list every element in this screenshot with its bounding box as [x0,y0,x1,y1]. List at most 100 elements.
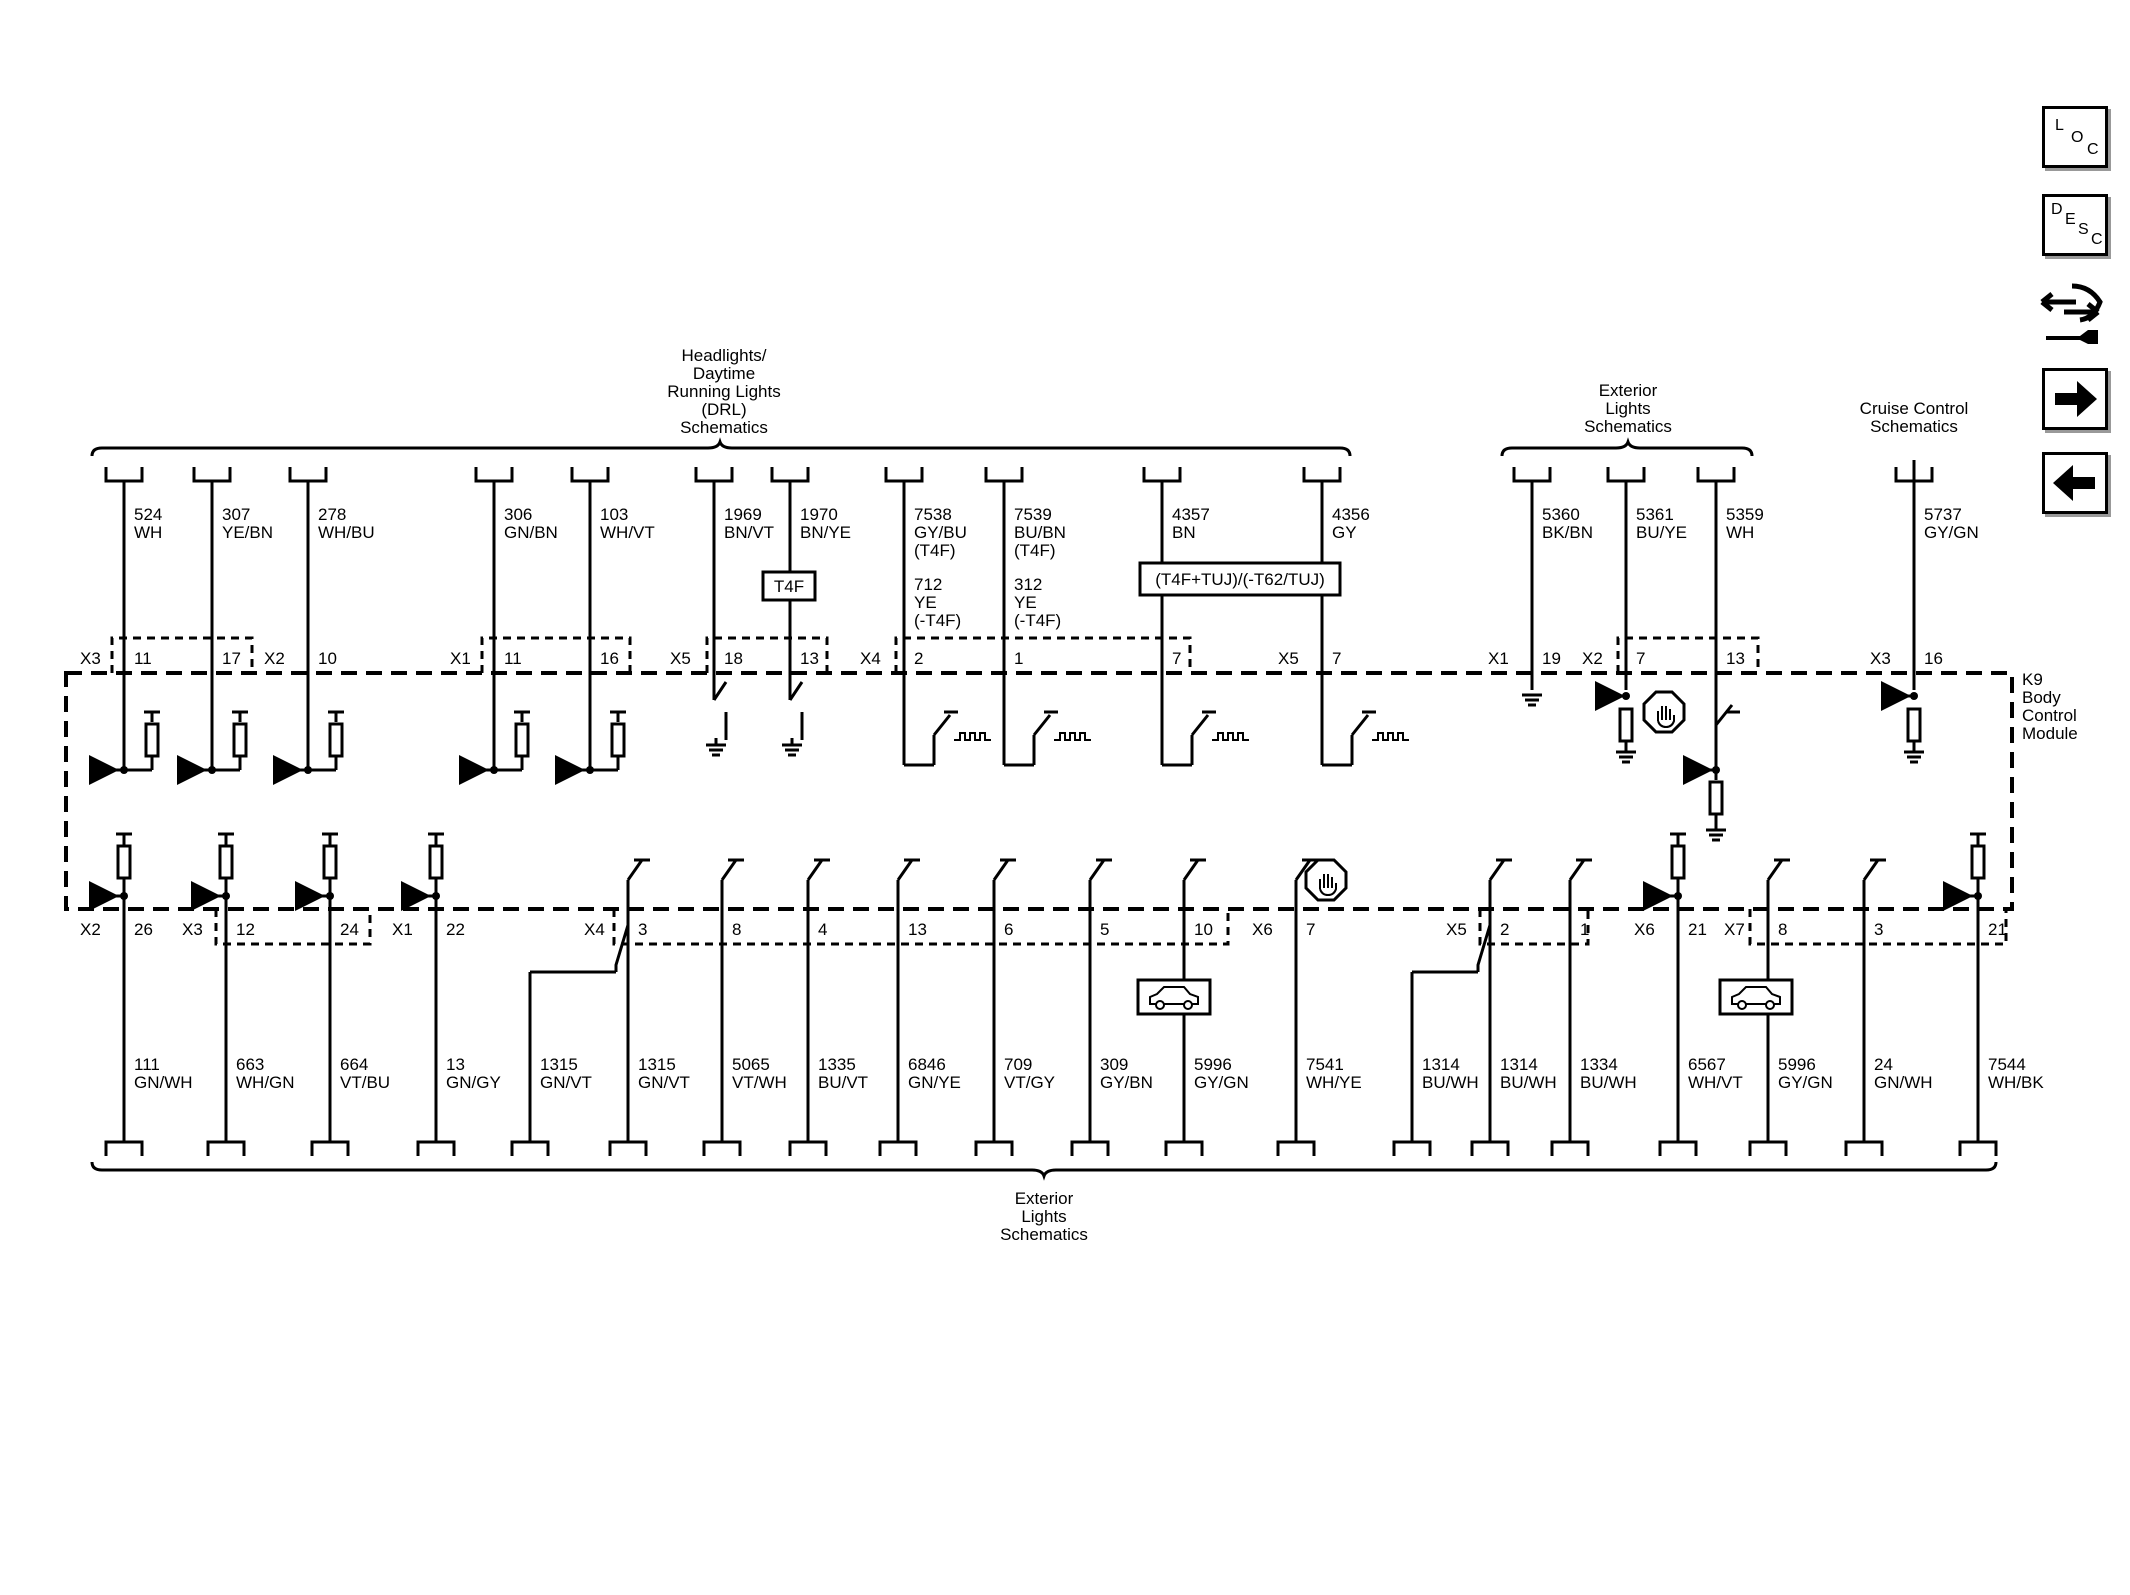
wire-circuit-number: 7544 [1988,1055,2026,1074]
wire-color-code: GN/WH [1874,1073,1933,1092]
wire-alt-color: YE [914,593,937,612]
desc-letter-s: S [2078,221,2089,238]
top-connector-groups [110,636,1760,673]
wire-color-code: WH/BU [318,523,375,542]
next-arrow-icon [2055,381,2097,417]
pin-number: 22 [446,920,465,939]
wire-color-code: GN/WH [134,1073,193,1092]
wire-color-code: GY/GN [1194,1073,1249,1092]
pin-number: 7 [1636,649,1645,668]
wire-circuit-number: 5996 [1194,1055,1232,1074]
wire-color-code: GN/YE [908,1073,961,1092]
connector-repair-icon[interactable] [2036,278,2108,348]
wire-circuit-number: 13 [446,1055,465,1074]
wire-color-code: GN/GY [446,1073,501,1092]
wire-color-code: GY [1332,523,1357,542]
wire-color-code: BN [1172,523,1196,542]
wire-circuit-number: 664 [340,1055,368,1074]
wire-color-code: GY/BU [914,523,967,542]
wire-circuit-number: 309 [1100,1055,1128,1074]
wire-option-note: (T4F) [1014,541,1056,560]
pin-number: 8 [1778,920,1787,939]
wire-circuit-number: 663 [236,1055,264,1074]
wire-color-code: BU/WH [1500,1073,1557,1092]
header-exterior-lights: Exterior [1599,381,1658,400]
pin-number: 26 [134,920,153,939]
wire-circuit-number: 5361 [1636,505,1674,524]
pin-number: 7 [1172,649,1181,668]
header-drl-schematics: Headlights/ [681,346,766,365]
wire-circuit-number: 4357 [1172,505,1210,524]
connector-repair-glyph [2040,283,2103,344]
connector-id: X3 [182,920,203,939]
connector-id: X6 [1634,920,1655,939]
loc-letter-l: L [2055,117,2064,134]
hand-stop-icon [1642,690,1686,734]
wire-color-code: BU/YE [1636,523,1687,542]
connector-id: X4 [584,920,605,939]
pin-number: 1 [1014,649,1023,668]
connector-id: X5 [1446,920,1467,939]
next-arrow-button[interactable] [2042,368,2108,430]
wire-circuit-number: 278 [318,505,346,524]
wire-alt-note: (-T4F) [914,611,961,630]
wire-color-code: BN/YE [800,523,851,542]
wire-color-code: BN/VT [724,523,774,542]
pin-number: 2 [914,649,923,668]
header-exterior-lights: Schematics [1584,417,1672,436]
wire-color-code: YE/BN [222,523,273,542]
wire-circuit-number: 1970 [800,505,838,524]
pin-number: 13 [908,920,927,939]
pin-number: 7 [1306,920,1315,939]
pin-number: 10 [1194,920,1213,939]
pin-number: 18 [724,649,743,668]
wires [89,460,1998,1156]
wire-alt-note: (-T4F) [1014,611,1061,630]
header-drl-schematics: (DRL) [701,400,746,419]
pin-number: 11 [134,649,152,668]
loc-button[interactable]: L O C [2042,106,2108,168]
wire-color-code: BU/WH [1422,1073,1479,1092]
connector-id: X1 [392,920,413,939]
connector-id: X4 [860,649,881,668]
wire-option-note: (T4F) [914,541,956,560]
pin-number: 10 [318,649,337,668]
connector-id: X3 [80,649,101,668]
wire-circuit-number: 111 [134,1055,160,1074]
wire-color-code: BU/WH [1580,1073,1637,1092]
wire-color-code: VT/WH [732,1073,787,1092]
footer-exterior-lights: Exterior [1015,1189,1074,1208]
wire-color-code: GY/GN [1778,1073,1833,1092]
wire-color-code: WH [1726,523,1754,542]
header-exterior-lights: Lights [1605,399,1650,418]
wire-color-code: GN/BN [504,523,558,542]
wire-circuit-number: 1314 [1422,1055,1460,1074]
wire-color-code: GY/GN [1924,523,1979,542]
desc-button[interactable]: D E S C [2042,194,2108,256]
connector-id: X2 [264,649,285,668]
pin-number: 21 [1988,920,2007,939]
wire-circuit-number: 24 [1874,1055,1893,1074]
wire-color-code: GN/VT [540,1073,592,1092]
wire-color-code: WH [134,523,162,542]
connector-id: X5 [670,649,691,668]
desc-letter-c: C [2091,231,2103,248]
wire-circuit-number: 306 [504,505,532,524]
pin-number: 11 [504,649,522,668]
bottom-connector-groups [214,909,2008,946]
wire-color-code: VT/GY [1004,1073,1055,1092]
wire-circuit-number: 7539 [1014,505,1052,524]
pin-number: 16 [600,649,619,668]
wire-circuit-number: 5996 [1778,1055,1816,1074]
pin-number: 6 [1004,920,1013,939]
module-label-line: Control [2022,706,2077,725]
wire-circuit-number: 1315 [540,1055,578,1074]
back-arrow-button[interactable] [2042,452,2108,514]
wire-circuit-number: 5360 [1542,505,1580,524]
wire-color-code: BU/VT [818,1073,868,1092]
back-arrow-icon [2053,465,2095,501]
hand-stop-icon [1304,858,1348,902]
pin-number: 7 [1332,649,1341,668]
